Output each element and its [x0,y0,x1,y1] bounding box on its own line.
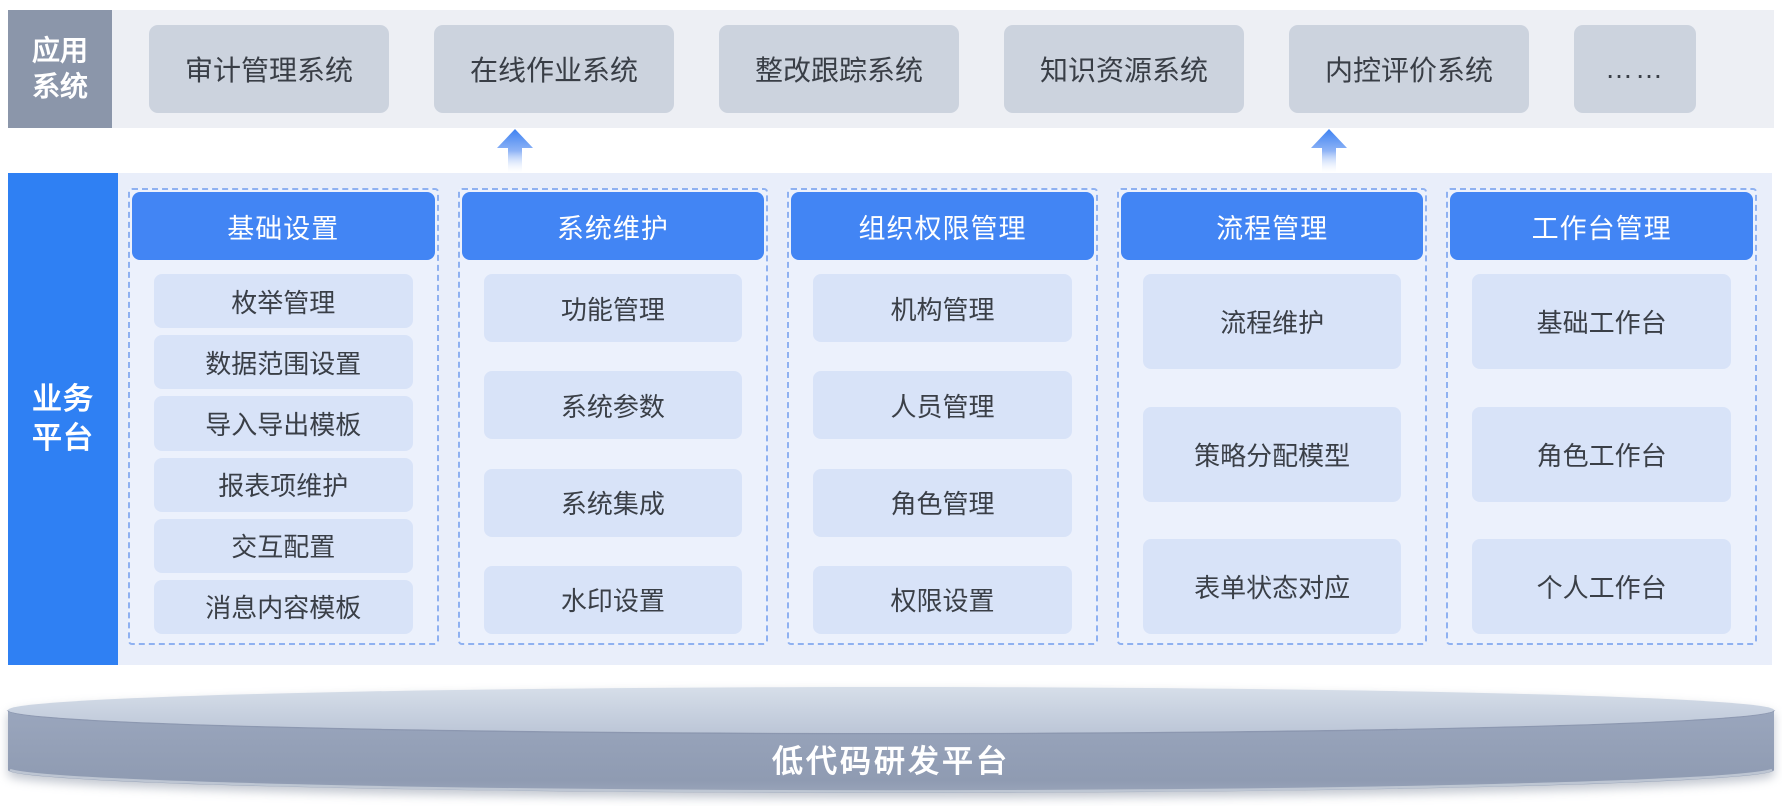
module-system-parameters: 系统参数 [483,371,743,440]
column-workbench-management-items: 基础工作台 角色工作台 个人工作台 [1472,274,1731,634]
application-systems-label: 应用 系统 [8,10,112,128]
column-workbench-management-header: 工作台管理 [1450,192,1753,260]
application-systems-row: 审计管理系统 在线作业系统 整改跟踪系统 知识资源系统 内控评价系统 …… [112,10,1774,128]
column-org-permission-management-items: 机构管理 人员管理 角色管理 权限设置 [813,274,1072,634]
business-platform-label: 业务 平台 [8,173,118,665]
module-role-workbench: 角色工作台 [1472,406,1731,502]
platform-columns: 基础设置 枚举管理 数据范围设置 导入导出模板 报表项维护 交互配置 消息内容模… [128,188,1757,645]
module-strategy-allocation-model: 策略分配模型 [1142,406,1402,502]
up-arrow-icon [1311,129,1347,173]
module-data-scope-settings: 数据范围设置 [154,335,413,390]
column-basic-settings: 基础设置 枚举管理 数据范围设置 导入导出模板 报表项维护 交互配置 消息内容模… [128,188,439,645]
column-basic-settings-items: 枚举管理 数据范围设置 导入导出模板 报表项维护 交互配置 消息内容模板 [154,274,413,635]
app-system-more-ellipsis: …… [1574,25,1696,113]
app-system-online-operations: 在线作业系统 [434,25,674,113]
module-personal-workbench: 个人工作台 [1472,539,1731,634]
module-import-export-templates: 导入导出模板 [154,396,413,451]
up-arrow-icon [497,129,533,173]
app-system-audit-management: 审计管理系统 [149,25,389,113]
application-systems-label-line2: 系统 [31,71,88,102]
app-system-internal-control-evaluation: 内控评价系统 [1289,25,1529,113]
module-enum-management: 枚举管理 [154,274,413,329]
column-process-management: 流程管理 流程维护 策略分配模型 表单状态对应 [1116,188,1428,645]
column-system-maintenance: 系统维护 功能管理 系统参数 系统集成 水印设置 [457,188,769,645]
column-org-permission-management-header: 组织权限管理 [791,192,1094,260]
low-code-platform-label: 低代码研发平台 [771,744,1010,779]
business-platform-label-line1: 业务 [32,383,94,416]
application-systems-label-line1: 应用 [31,34,88,66]
cylinder-side [8,710,1774,793]
low-code-platform-cylinder: 低代码研发平台 [6,687,1776,793]
business-platform-band: 业务 平台 基础设置 枚举管理 数据范围设置 导入导出模板 报表项维护 交互配置… [8,173,1772,665]
module-system-integration: 系统集成 [483,468,743,537]
column-system-maintenance-header: 系统维护 [461,192,765,260]
column-process-management-items: 流程维护 策略分配模型 表单状态对应 [1142,274,1402,634]
app-system-knowledge-resources: 知识资源系统 [1004,25,1244,113]
module-basic-workbench: 基础工作台 [1472,274,1731,369]
cylinder-top-surface [8,687,1774,733]
module-permission-settings: 权限设置 [813,565,1072,634]
module-interaction-config: 交互配置 [154,518,413,573]
module-watermark-settings: 水印设置 [483,565,743,634]
module-form-status-mapping: 表单状态对应 [1142,539,1402,634]
module-personnel-management: 人员管理 [813,371,1072,440]
column-system-maintenance-items: 功能管理 系统参数 系统集成 水印设置 [483,274,743,634]
module-report-item-maintenance: 报表项维护 [154,457,413,512]
cylinder-bottom-highlight [9,768,1773,793]
column-workbench-management: 工作台管理 基础工作台 角色工作台 个人工作台 [1446,188,1757,645]
column-org-permission-management: 组织权限管理 机构管理 人员管理 角色管理 权限设置 [787,188,1098,645]
business-platform-label-line2: 平台 [32,422,94,455]
module-role-management: 角色管理 [813,468,1072,537]
module-function-management: 功能管理 [483,274,743,342]
module-organization-management: 机构管理 [813,274,1072,342]
module-process-maintenance: 流程维护 [1142,274,1402,369]
column-process-management-header: 流程管理 [1120,192,1424,260]
module-message-content-templates: 消息内容模板 [154,579,413,635]
application-systems-band: 应用 系统 审计管理系统 在线作业系统 整改跟踪系统 知识资源系统 内控评价系统… [8,10,1774,128]
app-system-rectification-tracking: 整改跟踪系统 [719,25,959,113]
column-basic-settings-header: 基础设置 [132,192,435,260]
